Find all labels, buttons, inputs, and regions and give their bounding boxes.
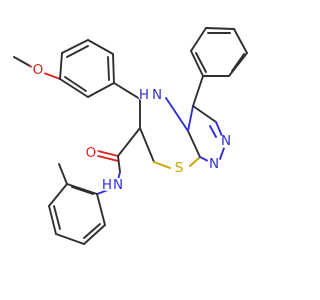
atom-amide-o: O [84, 145, 98, 161]
amide-group [97, 127, 141, 181]
atom-amide-nh: N H [101, 177, 125, 193]
tolyl-ring [48, 163, 109, 245]
svg-text:S: S [175, 160, 184, 176]
methoxyphenyl-ring [59, 39, 115, 98]
phenyl-ring [190, 27, 248, 107]
atom-nh-ring: N H [138, 87, 164, 103]
svg-text:O: O [86, 145, 97, 161]
atom-triazole-n1: N [219, 133, 233, 149]
svg-text:H: H [102, 177, 112, 193]
svg-text:N: N [209, 156, 219, 172]
svg-text:N: N [221, 133, 231, 149]
atom-triazole-n2: N [207, 156, 221, 172]
svg-text:N: N [152, 87, 162, 103]
atom-methoxy-o: O [31, 62, 45, 78]
svg-text:O: O [33, 62, 44, 78]
atom-thiadiazine-s: S [172, 160, 186, 176]
svg-text:H: H [139, 87, 149, 103]
svg-text:N: N [113, 177, 123, 193]
molecule-structure: O N H O N H N N S [13, 27, 248, 245]
core-bonds [113, 82, 225, 169]
